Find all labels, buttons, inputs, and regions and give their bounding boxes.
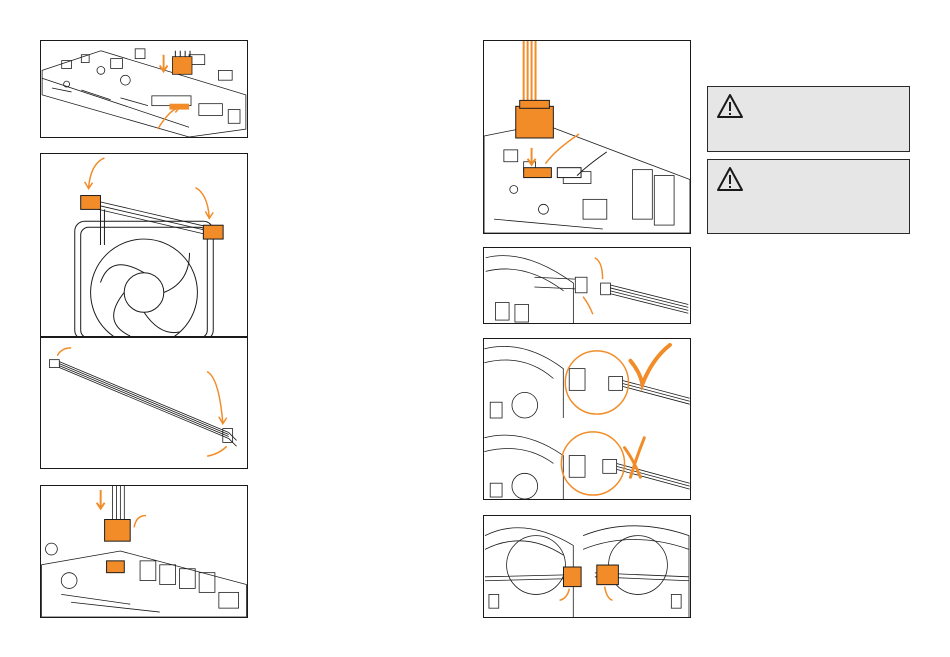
connector-left — [563, 567, 581, 587]
wrong-highlight-circle — [561, 432, 624, 495]
header-pins — [107, 561, 125, 573]
warning-box-1 — [707, 86, 910, 152]
warning-box-2 — [707, 159, 910, 234]
header-pins — [524, 168, 552, 178]
fan-header-pins — [172, 57, 192, 75]
daisy-chain-illustration — [484, 516, 690, 617]
fan-connector-illustration — [484, 248, 690, 323]
figure-fan-with-cable — [40, 153, 248, 337]
fan-illustration — [41, 154, 247, 336]
plug-illustration — [41, 486, 247, 617]
correct-highlight-circle — [565, 351, 628, 414]
plug-connector — [105, 519, 131, 541]
figure-plug-to-header — [40, 485, 248, 618]
fan-connector-left — [81, 196, 101, 210]
warning-triangle-icon — [716, 166, 744, 192]
warning-triangle-icon — [716, 93, 744, 119]
orientation-illustration — [484, 339, 690, 499]
motherboard-illustration — [41, 41, 247, 137]
connector-right — [597, 565, 619, 585]
figure-extension-cable — [40, 337, 248, 469]
insert-arrow — [160, 55, 168, 72]
figure-connector-orientation — [483, 338, 691, 500]
figure-fan-connector-cable — [483, 247, 691, 324]
figure-daisy-chain-fans — [483, 515, 691, 618]
figure-connector-on-board — [483, 40, 691, 234]
figure-motherboard-header — [40, 40, 248, 138]
board-connector-illustration — [484, 41, 690, 233]
cable-illustration — [41, 338, 247, 468]
fan-connector-right — [203, 225, 223, 239]
orange-plug — [516, 106, 554, 138]
checkmark-icon — [630, 345, 670, 385]
